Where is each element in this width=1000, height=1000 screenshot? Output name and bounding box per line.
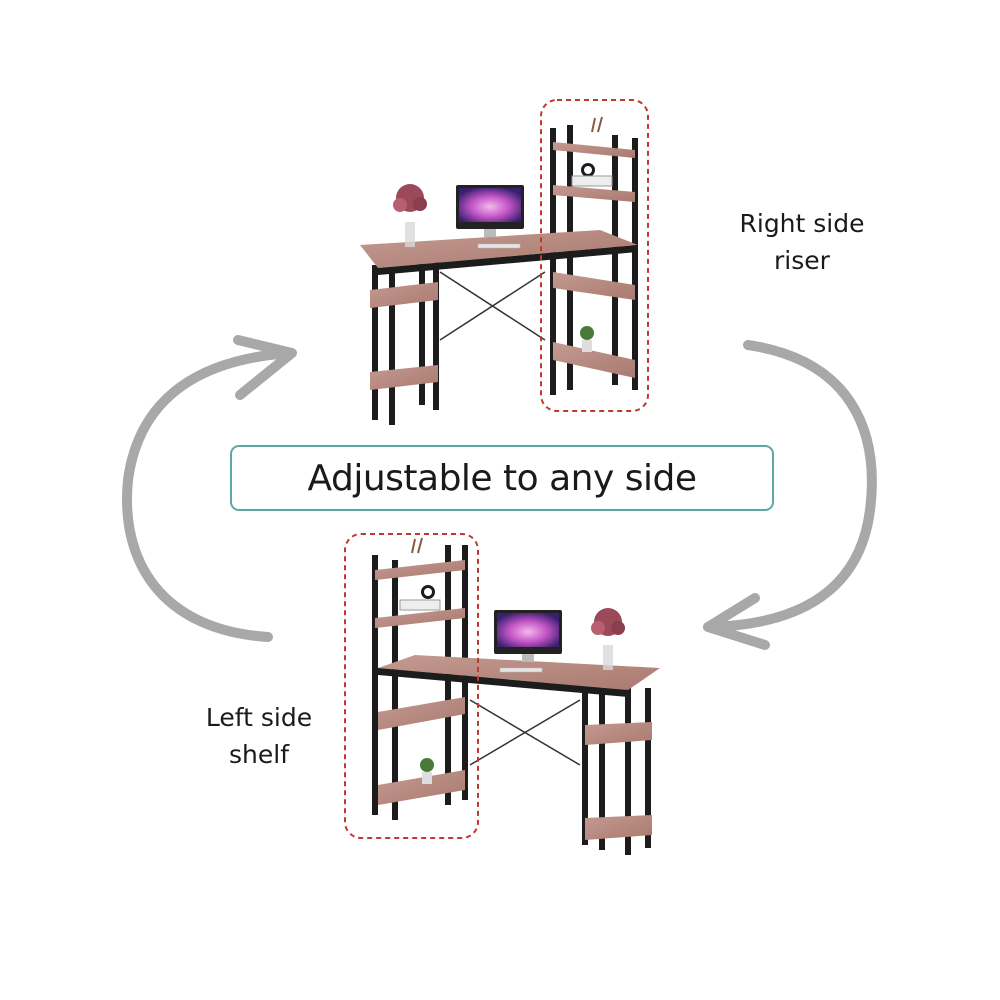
caption-line: Left side <box>205 703 313 732</box>
caption-line: Right side <box>739 209 865 238</box>
clock-icon <box>421 585 435 599</box>
riser-highlight <box>540 99 649 412</box>
shelf-highlight <box>344 533 479 839</box>
caption-line: riser <box>774 246 830 275</box>
plant-icon <box>580 326 594 352</box>
adjustable-banner: Adjustable to any side <box>230 445 774 511</box>
caption-line: shelf <box>229 740 289 769</box>
cycle-arrow-right <box>703 340 877 650</box>
flower-vase-icon <box>591 608 625 670</box>
desk-bottom-illustration <box>372 537 660 855</box>
cycle-arrow-left <box>122 335 297 642</box>
desk-top-illustration <box>360 116 638 425</box>
books-icon <box>571 175 613 187</box>
books-icon <box>399 599 441 611</box>
plant-icon <box>420 758 434 784</box>
left-side-shelf-caption: Left side shelf <box>174 699 344 773</box>
right-side-riser-caption: Right side riser <box>717 205 887 279</box>
flower-vase-icon <box>393 184 427 247</box>
monitor-icon <box>494 610 562 673</box>
monitor-icon <box>456 185 524 249</box>
clock-icon <box>581 163 595 177</box>
